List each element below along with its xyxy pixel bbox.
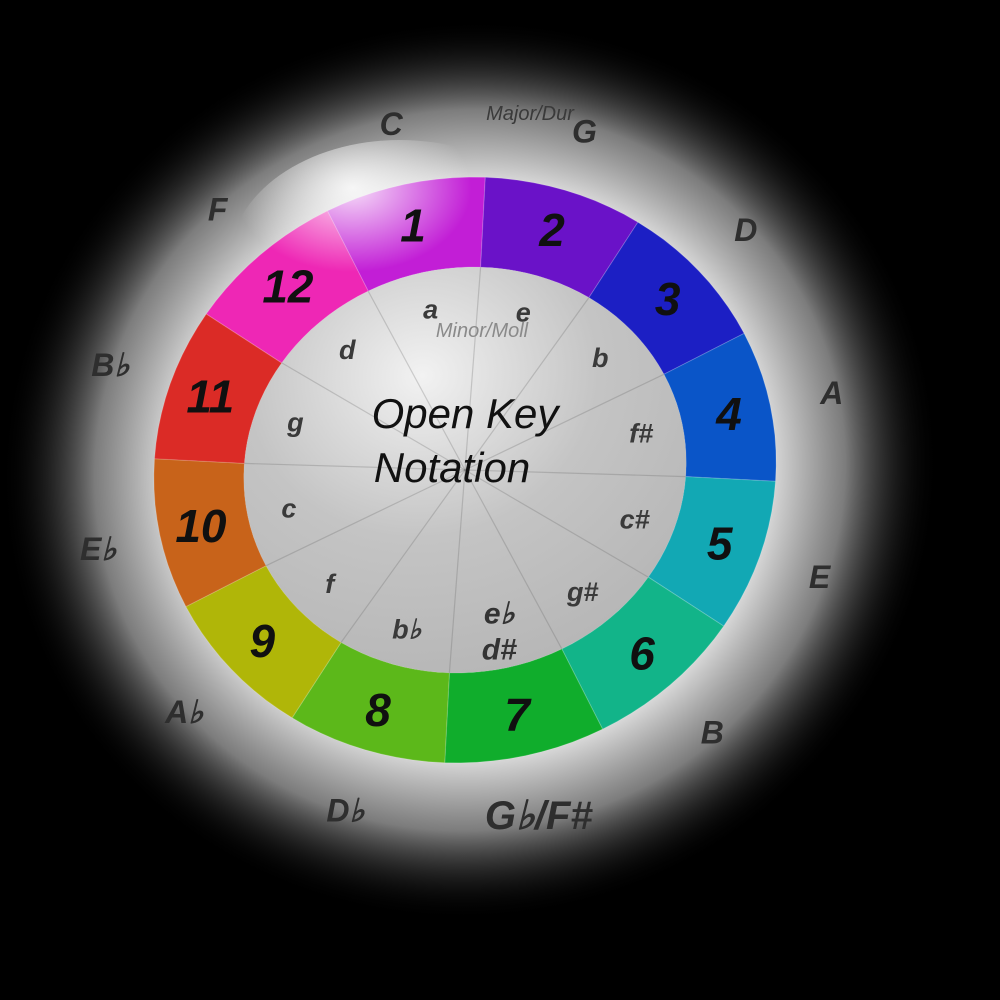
- color-ring: [153, 176, 777, 764]
- major-key-label: B: [701, 715, 724, 751]
- spoke-line: [340, 469, 466, 643]
- minor-key-label: f: [325, 569, 337, 599]
- major-key-label: G♭/F#: [485, 794, 594, 838]
- minor-key-label: d: [339, 335, 356, 365]
- spoke-line: [244, 462, 466, 471]
- major-caption: Major/Dur: [486, 103, 575, 125]
- major-key-label: G: [572, 113, 597, 149]
- title-line-1: Open Key: [372, 390, 562, 437]
- open-key-number-4: 4: [715, 388, 742, 440]
- spoke-line: [265, 469, 466, 567]
- open-key-number-3: 3: [655, 273, 681, 325]
- spoke-line: [464, 469, 563, 650]
- open-key-number-2: 2: [538, 204, 565, 256]
- major-key-label: E: [809, 559, 832, 595]
- minor-key-label: g#: [566, 577, 599, 607]
- minor-key-label: g: [286, 408, 304, 438]
- spoke-line: [448, 469, 466, 673]
- open-key-number-12: 12: [262, 260, 314, 312]
- open-key-number-11: 11: [186, 370, 234, 422]
- open-key-number-6: 6: [629, 628, 655, 680]
- major-key-label: D: [734, 212, 757, 248]
- major-key-label: A♭: [164, 694, 204, 730]
- spoke-line: [464, 469, 686, 478]
- minor-caption: Minor/Moll: [436, 320, 529, 342]
- major-key-label: B♭: [91, 347, 130, 383]
- minor-key-label: c#: [620, 504, 650, 534]
- minor-key-label: b♭: [392, 615, 422, 645]
- major-key-label: F: [208, 191, 229, 227]
- minor-key-label-alt: d#: [482, 633, 517, 666]
- light-glare: [230, 140, 570, 380]
- open-key-number-8: 8: [365, 684, 391, 736]
- diagram-title: Open Key Notation Minor/Moll Major/Dur: [372, 103, 576, 491]
- major-key-label: A: [819, 375, 843, 411]
- major-key-label: C: [380, 106, 404, 142]
- minor-key-label: b: [592, 343, 609, 373]
- minor-key-label: e♭: [484, 597, 516, 630]
- open-key-number-10: 10: [175, 500, 227, 552]
- minor-key-label: a: [423, 295, 438, 325]
- open-key-number-5: 5: [707, 518, 734, 570]
- spoke-line: [464, 373, 665, 471]
- minor-key-label: e: [516, 298, 531, 328]
- spoke-line: [464, 297, 590, 471]
- open-key-number-1: 1: [400, 200, 426, 252]
- spoke-line: [281, 362, 466, 471]
- inner-disc: [230, 140, 687, 673]
- major-key-label: E♭: [80, 531, 117, 567]
- minor-key-label: c: [281, 493, 296, 523]
- open-key-number-9: 9: [250, 615, 276, 667]
- key-labels: 1 Ca 2 Ge 3 Db 4 Af# 5Ec# 6Bg# 7G♭/F# e♭d# 8D♭ b♭ 9A♭ f…: [80, 106, 843, 838]
- open-key-number-7: 7: [504, 689, 532, 741]
- spoke-line: [464, 267, 482, 471]
- spoke-line: [464, 469, 649, 578]
- title-line-2: Notation: [374, 444, 530, 491]
- spoke-line: [367, 290, 466, 471]
- minor-key-label: f#: [629, 419, 653, 449]
- inner-spokes: [244, 267, 686, 673]
- major-key-label: D♭: [326, 793, 365, 829]
